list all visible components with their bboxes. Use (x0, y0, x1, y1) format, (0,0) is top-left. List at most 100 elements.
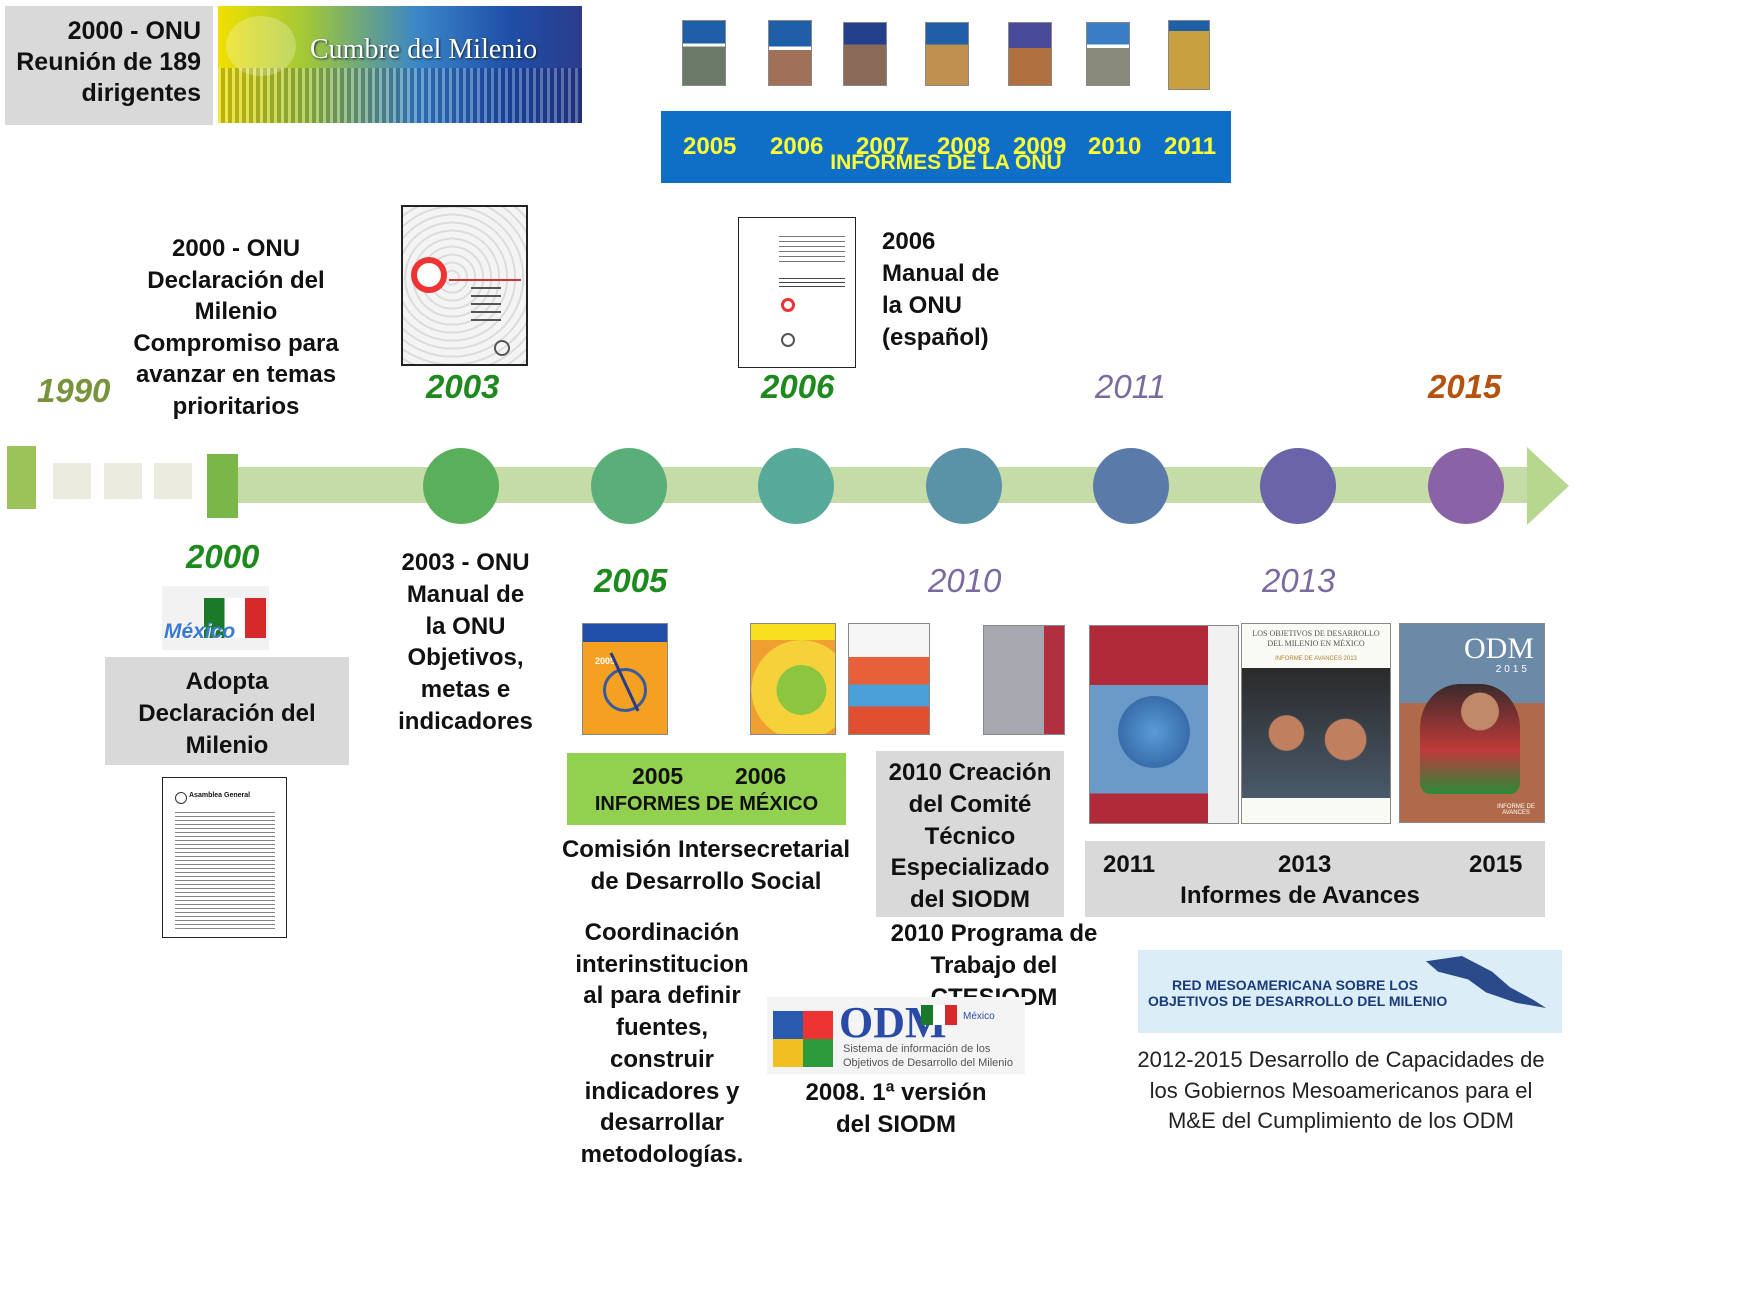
m2003-line-2: Manual de (406, 580, 525, 608)
m2003-line-4: Objetivos, (407, 644, 524, 672)
declaracion-text: 2000 - ONU Declaración del Milenio Compr… (118, 233, 354, 422)
timeline-gap-block-3 (154, 463, 192, 499)
onu-report-covers (680, 16, 1240, 96)
woman-child-photo (1420, 684, 1520, 794)
red-caption-line-3: M&E del Cumplimiento de los ODM (1167, 1108, 1514, 1133)
onu-cover-2007 (843, 22, 887, 86)
onu-year-2009: 2009 (1013, 133, 1067, 160)
onu-year-2006: 2006 (770, 133, 824, 160)
manual-2006-cover (738, 217, 856, 368)
timeline-arrowhead (1527, 447, 1569, 525)
mexico-reports-bar: 2005 2006 INFORMES DE MÉXICO (567, 753, 846, 825)
onu-reports-title: INFORMES DE LA ONU (830, 151, 1062, 174)
timeline-node-2015 (1428, 448, 1504, 524)
cover-2013-sub: INFORME DE AVANCES 2013 (1275, 656, 1357, 662)
m2003-line-5: metas e (420, 676, 511, 704)
timeline-start-block (7, 446, 36, 509)
coord-line-6: indicadores y (584, 1077, 740, 1105)
m2006-line-2: Manual de (882, 260, 1000, 287)
comision-line-2: de Desarrollo Social (590, 868, 822, 895)
coordinacion-text: Coordinación interinstitucion al para de… (571, 917, 753, 1171)
year-2005: 2005 (594, 562, 668, 599)
onu-year-2007: 2007 (856, 133, 910, 160)
programa-text: 2010 Programa de Trabajo del CTESIODM (866, 918, 1122, 1013)
decl-line-4: Compromiso para (133, 329, 339, 357)
year-2010: 2010 (928, 562, 1002, 599)
mexico-adopta-box: Adopta Declaración del Milenio (105, 657, 349, 765)
m2006-line-3: la ONU (882, 292, 963, 319)
mexico-report-2005-cover: 2005 (582, 623, 668, 735)
mexico-reports-title: INFORMES DE MÉXICO (594, 793, 819, 815)
mexico-flag-logo: México (162, 586, 269, 650)
onu-year-2011: 2011 (1164, 133, 1217, 160)
coord-line-5: construir (609, 1045, 714, 1073)
mx-year-2006: 2006 (735, 763, 787, 789)
cover-2015-year: 2015 (1495, 664, 1530, 675)
m2006-line-1: 2006 (882, 228, 936, 255)
mexico-flag-label: México (164, 620, 236, 643)
summit-line-3: dirigentes (81, 79, 201, 107)
m2003-line-6: indicadores (398, 707, 533, 735)
mexico-flag-icon (204, 598, 266, 638)
cover-2005-label: 2005 (595, 656, 616, 666)
adopta-line-3: Milenio (185, 732, 269, 759)
mx-year-2005: 2005 (632, 763, 684, 789)
programa-line-1: 2010 Programa de (890, 920, 1098, 947)
un-red-logo-small (781, 298, 795, 312)
adopta-line-1: Adopta (185, 668, 269, 695)
avances-2011-cover (1089, 625, 1239, 824)
summit-label-box: 2000 - ONU Reunión de 189 dirigentes (5, 6, 213, 125)
timeline-node-2005 (591, 448, 667, 524)
onu-cover-2006 (768, 20, 812, 86)
avances-year-2015: 2015 (1469, 851, 1523, 878)
mexico-report-2006-cover (750, 623, 836, 735)
timeline-gap-block-2 (104, 463, 142, 499)
timeline-node-2013 (1260, 448, 1336, 524)
cover-2015-footer: INFORME DE AVANCES (1497, 804, 1535, 816)
siodm-cover-2010-a (848, 623, 930, 735)
siodm-caption-line-2: del SIODM (835, 1110, 956, 1138)
onu-reports-bar: 2005 2006 2007 2008 2009 2010 2011 INFOR… (661, 111, 1231, 183)
children-photo (1242, 668, 1390, 798)
avances-2015-cover: ODM 2015 INFORME DE AVANCES (1399, 623, 1545, 823)
adopta-line-2: Declaración del (138, 700, 316, 727)
manual-2006-text: 2006 Manual de la ONU (español) (882, 226, 999, 354)
coord-line-2: interinstitucion (575, 950, 749, 978)
decl-line-6: prioritarios (172, 392, 300, 420)
onu-year-2008: 2008 (937, 133, 991, 160)
siodm-logo: ODM México Sistema de información de los… (767, 997, 1025, 1074)
m2006-line-4: (español) (882, 324, 989, 351)
comite-line-3: Técnico (924, 822, 1016, 850)
cover-2013-title-2: DEL MILENIO EN MÉXICO (1267, 639, 1365, 648)
year-1990: 1990 (37, 372, 111, 409)
onu-cover-2009 (1008, 22, 1052, 86)
siodm-caption-line-1: 2008. 1ª versión (805, 1079, 987, 1106)
comite-line-4: Especializado (890, 854, 1050, 882)
siodm-logo-sub1: Sistema de información de los (843, 1043, 991, 1055)
year-2013: 2013 (1262, 562, 1336, 599)
decl-line-5: avanzar en temas (135, 361, 337, 388)
onu-cover-2008 (925, 22, 969, 86)
coord-line-4: fuentes, (615, 1014, 708, 1042)
avances-year-2011: 2011 (1103, 851, 1156, 878)
year-2006: 2006 (761, 368, 835, 405)
cubes-icon (773, 1011, 833, 1067)
cumbre-banner-text: Cumbre del Milenio (310, 34, 538, 65)
siodm-logo-sub2: Objetivos de Desarrollo del Milenio (843, 1057, 1013, 1069)
onu-cover-2005 (682, 20, 726, 86)
comite-line-5: del SIODM (909, 886, 1030, 914)
asamblea-document: Asamblea General (162, 777, 287, 938)
m2003-line-3: la ONU (425, 612, 506, 640)
un-emblem-icon (494, 340, 510, 356)
ctesiodm-cover-2010 (983, 625, 1065, 735)
red-banner-line-2: OBJETIVOS DE DESARROLLO DEL MILENIO (1148, 993, 1448, 1009)
siodm-caption: 2008. 1ª versión del SIODM (796, 1077, 996, 1141)
coord-line-3: al para definir (583, 982, 741, 1010)
coord-line-1: Coordinación (584, 919, 740, 946)
red-mesoamericana-banner: RED MESOAMERICANA SOBRE LOS OBJETIVOS DE… (1138, 950, 1562, 1033)
un-red-logo (411, 257, 447, 293)
onu-year-2005: 2005 (683, 133, 737, 160)
asamblea-doc-title: Asamblea General (189, 792, 251, 799)
decl-line-1: 2000 - ONU (171, 235, 301, 262)
red-caption: 2012-2015 Desarrollo de Capacidades de l… (1118, 1045, 1564, 1137)
